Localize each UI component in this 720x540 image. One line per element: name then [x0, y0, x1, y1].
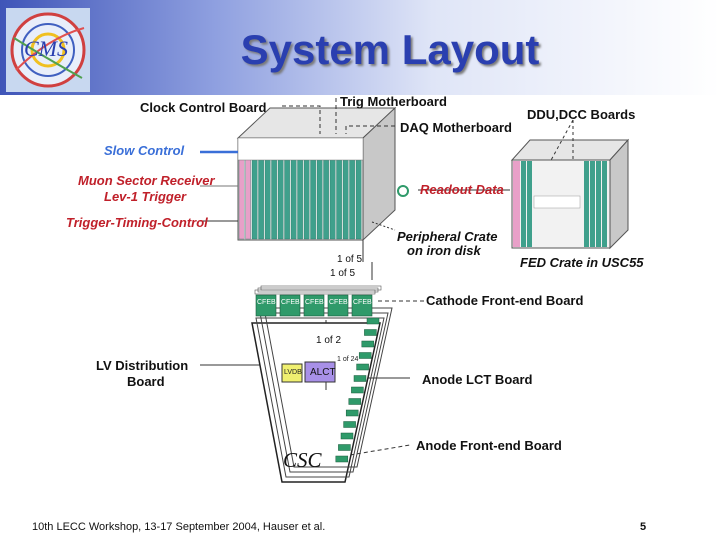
cfeb-label: CFEB [281, 299, 300, 306]
lvdb-label: LVDB [284, 369, 302, 376]
crate-card-slots [238, 138, 362, 240]
cfeb-board [327, 294, 349, 317]
alct-board [304, 361, 336, 383]
cfeb-board [255, 294, 277, 317]
label-trig-motherboard: Trig Motherboard [340, 94, 447, 109]
afeb-board [345, 409, 359, 417]
page-title: System Layout [240, 26, 540, 73]
readout-connector-icon [397, 185, 409, 197]
cfeb-label: CFEB [257, 299, 276, 306]
label-1-of-5-a: 1 of 5 [337, 254, 363, 265]
afeb-board [335, 455, 349, 463]
lvdb-board [281, 363, 303, 383]
afeb-board [348, 398, 362, 405]
cms-logo-icon: CMS [6, 8, 90, 92]
label-1-of-24: 1 of 24 [337, 356, 359, 363]
label-daq-motherboard: DAQ Motherboard [400, 120, 512, 135]
cfeb-label: CFEB [305, 299, 324, 306]
footer-text: 10th LECC Workshop, 13-17 September 2004… [32, 521, 326, 533]
cfeb-board [279, 294, 301, 317]
label-1-of-5-b: 1 of 5 [330, 268, 356, 279]
cfeb-boards [254, 285, 382, 317]
afeb-board [340, 432, 354, 440]
csc-label: CSC [283, 448, 322, 472]
alct-label: ALCT [310, 367, 336, 378]
afeb-board [366, 317, 380, 325]
afeb-board [351, 386, 364, 394]
label-lev1-trigger: Lev-1 Trigger [104, 189, 187, 204]
afeb-boards [335, 317, 380, 463]
label-on-iron-disk: on iron disk [407, 243, 481, 258]
afeb-board [364, 329, 377, 336]
label-1-of-2: 1 of 2 [316, 335, 342, 346]
label-trigger-timing-control: Trigger-Timing-Control [66, 215, 208, 230]
afeb-board [343, 421, 356, 428]
afeb-board [353, 375, 367, 382]
afeb-board [338, 444, 351, 451]
label-ddu-dcc-boards: DDU,DCC Boards [527, 107, 636, 122]
label-cathode-front-end-board: Cathode Front-end Board [426, 293, 584, 308]
page-number: 5 [640, 521, 647, 533]
header-band [0, 0, 720, 95]
cfeb-stack-edge [260, 285, 382, 291]
cfeb-board [351, 294, 373, 317]
cfeb-label: CFEB [353, 299, 372, 306]
svg-text:CMS: CMS [24, 36, 68, 61]
label-anode-lct-board: Anode LCT Board [422, 372, 533, 387]
label-muon-sector-receiver: Muon Sector Receiver [78, 173, 215, 188]
label-anode-front-end-board: Anode Front-end Board [416, 438, 562, 453]
afeb-board [356, 363, 369, 371]
cfeb-board [303, 294, 325, 317]
label-lv-board: Board [127, 374, 165, 389]
afeb-board [361, 340, 375, 348]
label-slow-control: Slow Control [104, 143, 185, 158]
label-lv-distribution: LV Distribution [96, 358, 189, 373]
label-readout-data: Readout Data [420, 182, 504, 197]
label-clock-control-board: Clock Control Board [140, 100, 267, 115]
label-fed-crate: FED Crate in USC55 [520, 255, 644, 270]
fed-crate [510, 138, 630, 250]
label-peripheral-crate: Peripheral Crate [397, 229, 498, 244]
afeb-board [358, 352, 372, 359]
cfeb-label: CFEB [329, 299, 348, 306]
